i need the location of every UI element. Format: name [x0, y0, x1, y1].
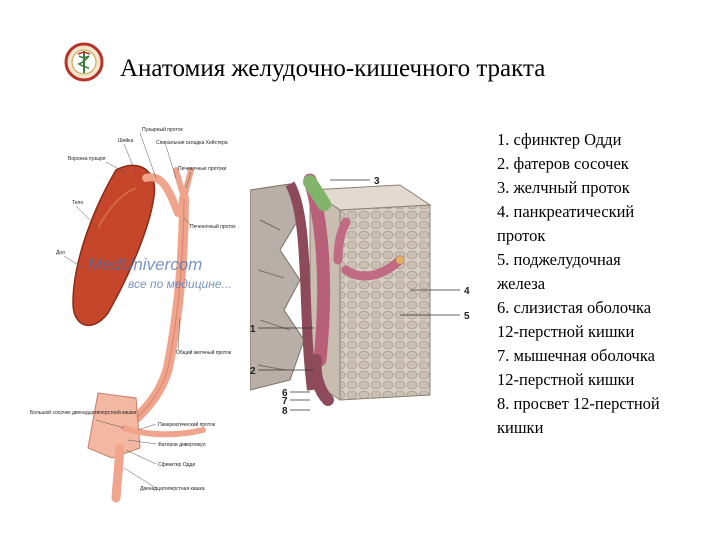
label-cystic-duct: Пузырный проток [142, 126, 183, 133]
legend-item: 5. поджелудочная [497, 248, 712, 272]
marker-8: 8 [282, 406, 288, 417]
legend-item: 12-перстной кишки [497, 368, 712, 392]
legend-list: 1. сфинктер Одди 2. фатеров сосочек 3. ж… [497, 128, 712, 440]
label-hepatic-ducts: Печеночные протоки [178, 166, 227, 172]
legend-item: 1. сфинктер Одди [497, 128, 712, 152]
watermark-site: MedUnivercom [88, 255, 202, 274]
marker-1: 1 [250, 324, 256, 335]
label-duodenum: Двенадцатиперстная кишка [140, 486, 205, 492]
duodenum-section-diagram: 3 4 5 1 2 6 7 8 [250, 160, 490, 422]
label-pancreatic-duct: Панкреатический проток [158, 421, 216, 428]
marker-3: 3 [374, 176, 380, 187]
page-title: Анатомия желудочно-кишечного тракта [120, 54, 545, 84]
label-spiral-fold: Спиральная складка Хейстера [156, 139, 228, 146]
legend-item: 6. слизистая оболочка [497, 296, 712, 320]
legend-item: 12-перстной кишки [497, 320, 712, 344]
marker-2: 2 [250, 366, 256, 377]
watermark-slogan: все по медицине... [128, 277, 232, 291]
legend-item: железа [497, 272, 712, 296]
legend-item: 2. фатеров сосочек [497, 152, 712, 176]
gallbladder-diagram: Пузырный проток Шейка Спиральная складка… [28, 118, 254, 510]
legend-item: проток [497, 224, 712, 248]
label-oddi: Сфинктер Одди [158, 462, 195, 468]
legend-item: 7. мышечная оболочка [497, 344, 712, 368]
label-vater: Фатеров дивертикул [158, 442, 206, 448]
caduceus-logo-icon [64, 42, 104, 82]
legend-item: 3. желчный проток [497, 176, 712, 200]
marker-4: 4 [464, 286, 470, 297]
label-common-hepatic: Печеночный проток [190, 223, 236, 230]
label-neck: Шейка [118, 137, 133, 144]
label-common-bile: Общий желчный проток [176, 349, 232, 356]
label-major-papilla: Большой сосочек двенадцатиперстной кишки [30, 409, 136, 416]
label-bottom: Дно [56, 250, 65, 256]
label-body: Тело [72, 200, 83, 206]
legend-item: 4. панкреатический [497, 200, 712, 224]
marker-5: 5 [464, 311, 470, 322]
label-funnel: Воронка пузыря [68, 156, 106, 162]
legend-item: кишки [497, 416, 712, 440]
legend-item: 8. просвет 12-перстной [497, 392, 712, 416]
